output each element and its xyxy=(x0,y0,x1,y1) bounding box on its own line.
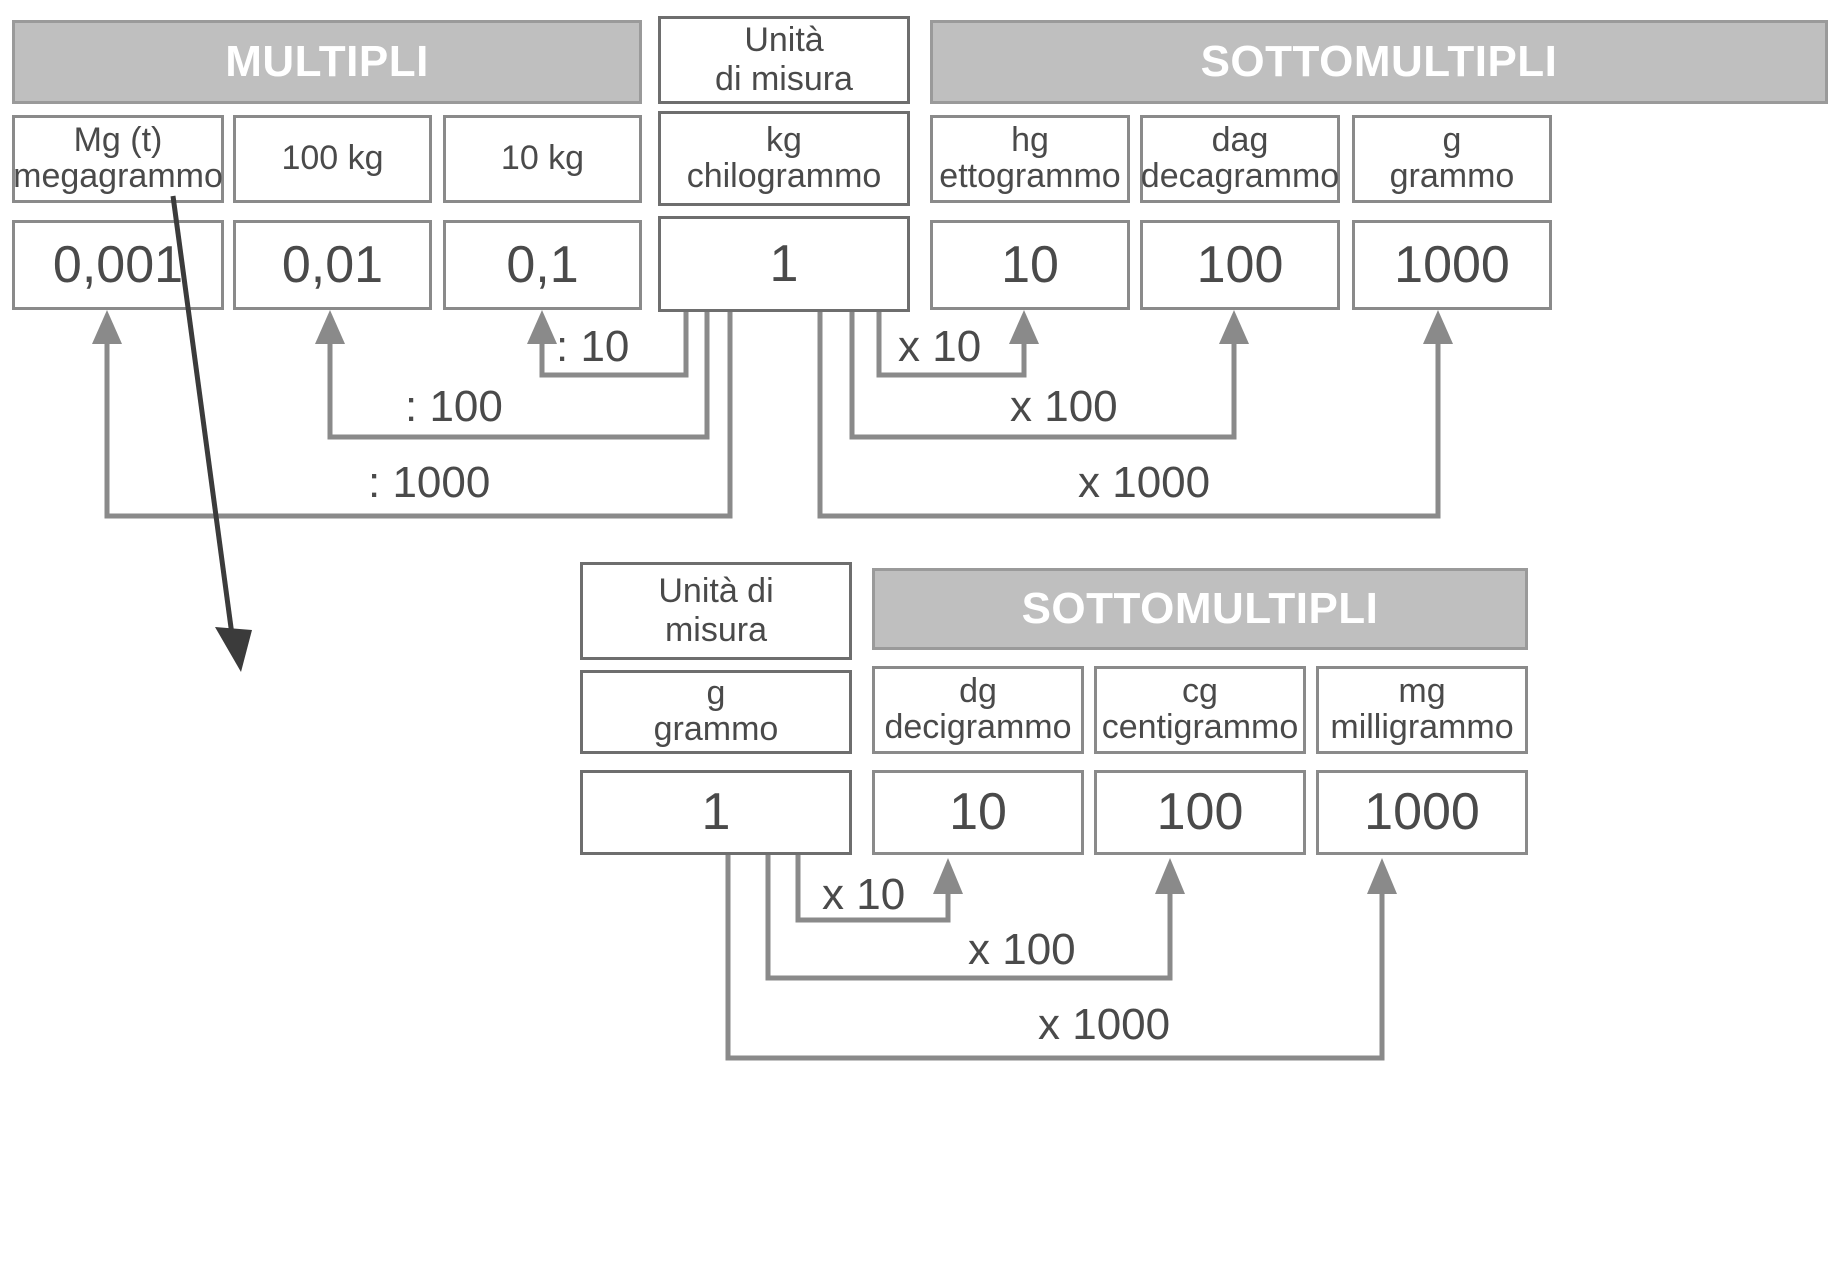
op-label-mul-100: x 100 xyxy=(1010,382,1118,431)
unit-abbr-10kg: 10 kg xyxy=(500,139,585,178)
unit-name-g-top: grammo xyxy=(1389,157,1515,195)
unit-abbr-100kg: 100 kg xyxy=(281,139,384,178)
unit-name-mg: milligrammo xyxy=(1330,708,1514,746)
header-sottomultipli-kg-label: SOTTOMULTIPLI xyxy=(1200,36,1558,86)
unit-abbr-g-bottom: g xyxy=(706,674,726,713)
header-unita-misura-g: Unità di misura xyxy=(580,562,852,660)
header-unita-line2: di misura xyxy=(715,60,853,98)
unit-name-g-bottom: grammo xyxy=(653,710,779,748)
header-unita-g-line1: Unità di xyxy=(658,571,774,610)
value-cell-1000-g: 1000 xyxy=(1352,220,1552,310)
op-label-div-10: : 10 xyxy=(556,322,630,371)
value-1000-g: 1000 xyxy=(1394,235,1510,294)
op-label-div-1000: : 1000 xyxy=(368,458,491,507)
header-multipli: MULTIPLI xyxy=(12,20,642,104)
value-cell-0001: 0,001 xyxy=(12,220,224,310)
arrowhead-g-mul-1000 xyxy=(1367,858,1397,894)
value-100-dag: 100 xyxy=(1196,235,1284,294)
value-cell-100-dag: 100 xyxy=(1140,220,1340,310)
unit-cell-10kg: 10 kg xyxy=(443,115,642,203)
header-unita-misura-kg: Unità di misura xyxy=(658,16,910,104)
value-cell-10-hg: 10 xyxy=(930,220,1130,310)
unit-name-dag: decagrammo xyxy=(1140,157,1340,195)
header-sottomultipli-kg: SOTTOMULTIPLI xyxy=(930,20,1828,104)
value-cell-1-g: 1 xyxy=(580,770,852,855)
arrowhead-div-10 xyxy=(527,310,557,344)
arrowhead-mul-10 xyxy=(1009,310,1039,344)
value-01: 0,1 xyxy=(506,235,579,294)
op-label-g-mul-1000: x 1000 xyxy=(1038,1000,1171,1049)
op-label-g-mul-10: x 10 xyxy=(822,870,906,919)
unit-abbr-dg: dg xyxy=(959,672,997,711)
value-10-hg: 10 xyxy=(1001,235,1059,294)
op-label-div-100: : 100 xyxy=(405,382,503,431)
unit-cell-Mg: Mg (t) megagrammo xyxy=(12,115,224,203)
value-cell-1000-mg: 1000 xyxy=(1316,770,1528,855)
value-1-kg: 1 xyxy=(769,234,799,293)
unit-name-cg: centigrammo xyxy=(1101,708,1299,746)
arrowhead-div-1000 xyxy=(92,310,122,344)
arrowhead-mul-1000 xyxy=(1423,310,1453,344)
unit-cell-dag: dag decagrammo xyxy=(1140,115,1340,203)
unit-cell-g-top: g grammo xyxy=(1352,115,1552,203)
op-label-mul-10: x 10 xyxy=(898,322,982,371)
header-sottomultipli-g: SOTTOMULTIPLI xyxy=(872,568,1528,650)
unit-name-kg: chilogrammo xyxy=(686,156,882,195)
value-cell-01: 0,1 xyxy=(443,220,642,310)
unit-abbr-g-top: g xyxy=(1442,121,1462,160)
value-1000-mg: 1000 xyxy=(1364,783,1480,842)
value-001: 0,01 xyxy=(281,235,384,294)
arrowhead-g-mul-100 xyxy=(1155,858,1185,894)
unit-name-hg: ettogrammo xyxy=(939,157,1121,195)
header-sottomultipli-g-label: SOTTOMULTIPLI xyxy=(1021,583,1379,633)
unit-cell-100kg: 100 kg xyxy=(233,115,432,203)
unit-abbr-cg: cg xyxy=(1182,672,1218,711)
unit-abbr-hg: hg xyxy=(1011,121,1049,160)
value-100-cg: 100 xyxy=(1156,783,1244,842)
arrowhead-mul-100 xyxy=(1219,310,1249,344)
unit-cell-cg: cg centigrammo xyxy=(1094,666,1306,754)
unit-cell-dg: dg decigrammo xyxy=(872,666,1084,754)
unit-abbr-Mg: Mg (t) xyxy=(73,121,163,160)
unit-abbr-dag: dag xyxy=(1211,121,1269,160)
unit-name-dg: decigrammo xyxy=(884,708,1072,746)
header-multipli-label: MULTIPLI xyxy=(225,36,429,86)
value-cell-1-kg: 1 xyxy=(658,216,910,312)
unit-abbr-kg: kg xyxy=(766,120,802,159)
value-0001: 0,001 xyxy=(52,235,184,294)
op-label-mul-1000: x 1000 xyxy=(1078,458,1211,507)
value-1-g: 1 xyxy=(701,783,731,842)
value-cell-100-cg: 100 xyxy=(1094,770,1306,855)
header-unita-line1: Unità xyxy=(744,20,824,59)
unit-cell-kg: kg chilogrammo xyxy=(658,111,910,206)
arrowhead-div-100 xyxy=(315,310,345,344)
unit-cell-hg: hg ettogrammo xyxy=(930,115,1130,203)
value-cell-10-dg: 10 xyxy=(872,770,1084,855)
unit-abbr-mg: mg xyxy=(1398,672,1446,711)
unit-cell-mg: mg milligrammo xyxy=(1316,666,1528,754)
header-unita-g-line2: misura xyxy=(664,611,768,649)
unit-name-Mg: megagrammo xyxy=(13,157,223,195)
connector-div-100 xyxy=(327,312,710,440)
value-cell-001: 0,01 xyxy=(233,220,432,310)
value-10-dg: 10 xyxy=(949,783,1007,842)
megagrammo-to-grammo-pointer-head xyxy=(215,627,252,672)
unit-cell-g-bottom: g grammo xyxy=(580,670,852,754)
op-label-g-mul-100: x 100 xyxy=(968,925,1076,974)
arrowhead-g-mul-10 xyxy=(933,858,963,894)
